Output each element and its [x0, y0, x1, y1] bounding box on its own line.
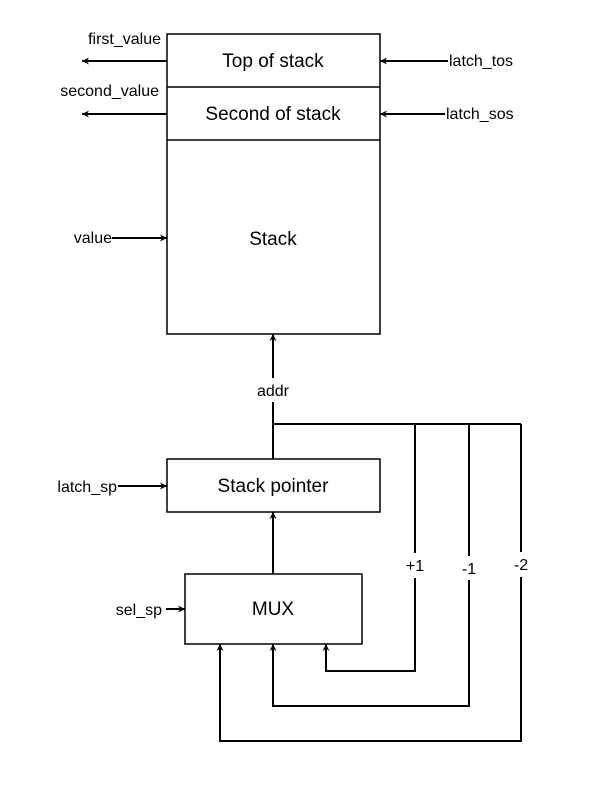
- plus-one-feedback-arrow: [322, 578, 416, 672]
- sel-sp-label: sel_sp: [116, 602, 162, 619]
- first-value-label: first_value: [88, 31, 161, 48]
- mux-label: MUX: [252, 599, 295, 620]
- minus-two-feedback-arrow: [216, 577, 522, 742]
- second-of-stack-label: Second of stack: [205, 104, 341, 125]
- stack-memory-box: [166, 33, 381, 335]
- latch-sos-label: latch_sos: [446, 106, 514, 123]
- addr-label: addr: [257, 383, 290, 400]
- stack-pointer-box: [166, 458, 381, 513]
- top-of-stack-label: Top of stack: [222, 51, 324, 72]
- plus-one-label: +1: [406, 558, 424, 575]
- value-label: value: [74, 230, 112, 247]
- minus-two-label: -2: [514, 557, 528, 574]
- minus-one-feedback-arrow: [269, 580, 470, 707]
- minus-one-label: -1: [462, 561, 476, 578]
- stack-memory: Top of stack Second of stack Stack: [166, 33, 381, 335]
- latch-tos-label: latch_tos: [449, 53, 513, 70]
- stack-pointer-label: Stack pointer: [218, 476, 330, 497]
- mux-box: [184, 573, 363, 645]
- stack-label: Stack: [249, 229, 297, 250]
- latch-sp-label: latch_sp: [57, 479, 117, 496]
- second-value-label: second_value: [60, 83, 159, 100]
